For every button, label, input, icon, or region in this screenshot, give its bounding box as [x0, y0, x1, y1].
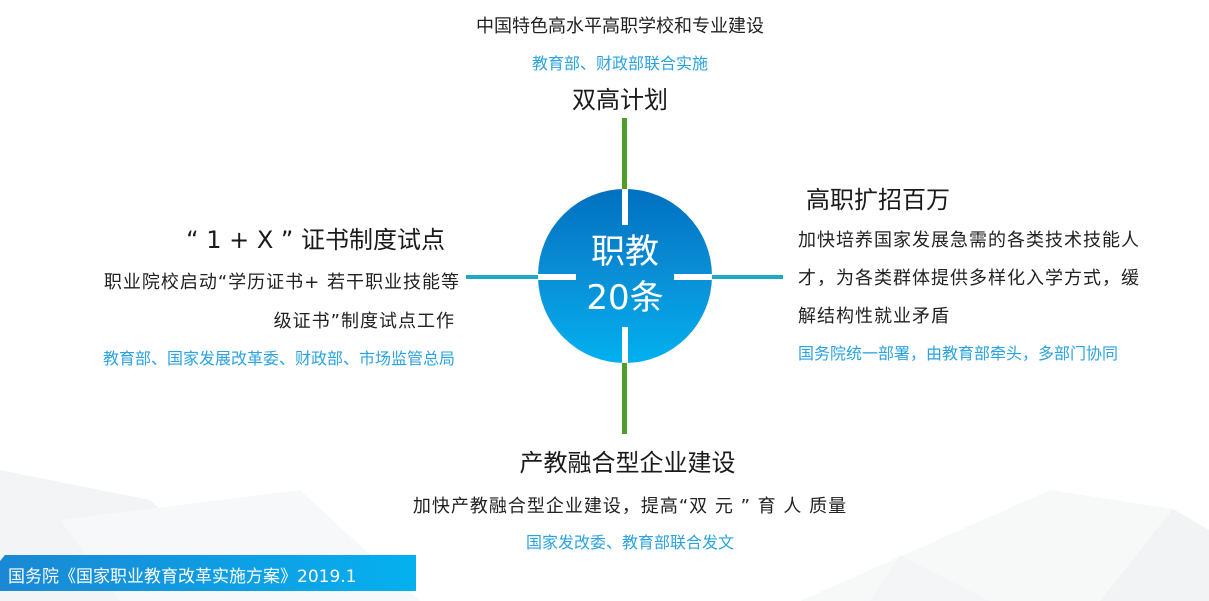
connector-bottom — [622, 360, 627, 434]
right-source: 国务院统一部署，由教育部牵头，多部门协同 — [798, 344, 1119, 363]
hub-title-line1: 职教 — [591, 232, 659, 272]
footer-citation: 国务院《国家职业教育改革实施方案》2019.1 — [8, 567, 357, 587]
left-source: 教育部、国家发展改革委、财政部、市场监管总局 — [102, 349, 455, 368]
footer-banner: 国务院《国家职业教育改革实施方案》2019.1 — [0, 555, 416, 591]
right-title: 高职扩招百万 — [806, 186, 950, 214]
left-desc-line2: 级证书”制度试点工作 — [273, 311, 455, 332]
top-title: 双高计划 — [572, 86, 668, 114]
bottom-source: 国家发改委、教育部联合发文 — [525, 533, 734, 552]
center-hub: 职教 20条 — [538, 189, 712, 363]
top-desc: 中国特色高水平高职学校和专业建设 — [476, 16, 764, 37]
top-source: 教育部、财政部联合实施 — [531, 54, 708, 73]
hub-cut-right — [674, 274, 712, 280]
hub-cut-bottom — [622, 327, 628, 363]
right-desc-line1: 加快培养国家发展急需的各类技术技能人 — [798, 230, 1140, 251]
connector-left — [466, 275, 540, 279]
left-desc-line1: 职业院校启动“学历证书+ 若干职业技能等 — [103, 272, 460, 293]
left-title: “ 1 + X ” 证书制度试点 — [186, 226, 445, 254]
hub-cut-left — [538, 274, 576, 280]
right-desc-line3: 解结构性就业矛盾 — [798, 306, 950, 327]
connector-right — [710, 275, 783, 279]
connector-top — [622, 118, 627, 192]
right-desc-line2: 才，为各类群体提供多样化入学方式，缓 — [798, 268, 1140, 289]
bottom-desc: 加快产教融合型企业建设，提高“双 元 ” 育 人 质量 — [412, 496, 848, 517]
hub-cut-top — [622, 189, 628, 225]
bottom-title: 产教融合型企业建设 — [519, 449, 736, 477]
hub-title-line2: 20条 — [586, 278, 664, 318]
